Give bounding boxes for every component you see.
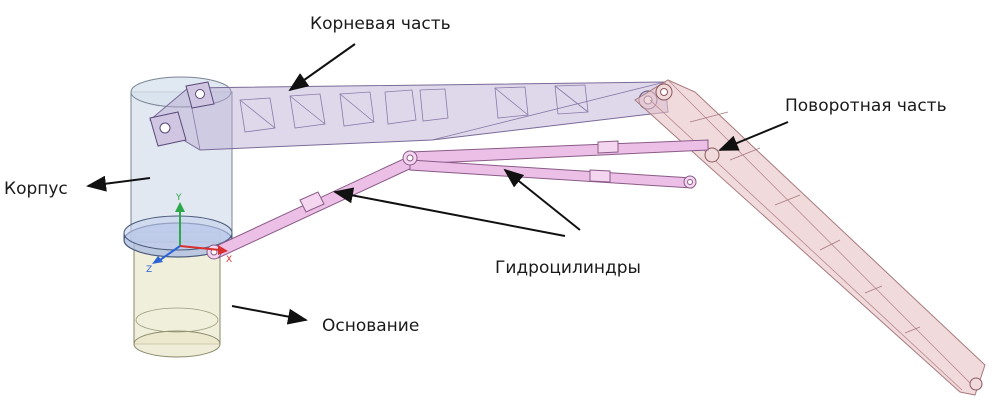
label-hydraulic-cylinders: Гидроцилиндры [495,258,641,278]
axis-z-label: Z [146,265,152,275]
arrow-hydraulics-2 [503,168,581,231]
label-base: Основание [322,316,420,336]
rotary-boom [634,79,986,396]
arrow-root-part [288,43,356,92]
arrow-rotary-part [718,121,789,151]
label-root-part: Корневая часть [310,14,451,34]
label-rotary-part: Поворотная часть [785,96,947,116]
arrow-hydraulics-1 [333,187,566,237]
arrow-body [86,175,151,192]
root-boom [149,81,669,151]
axis-triad: Y Z X [146,193,232,275]
label-body: Корпус [4,179,68,199]
leader-arrows [86,43,789,325]
arrow-base [231,305,308,325]
hydraulic-cylinders [206,139,709,260]
axis-x-label: X [226,255,232,265]
axis-y-label: Y [175,193,182,203]
